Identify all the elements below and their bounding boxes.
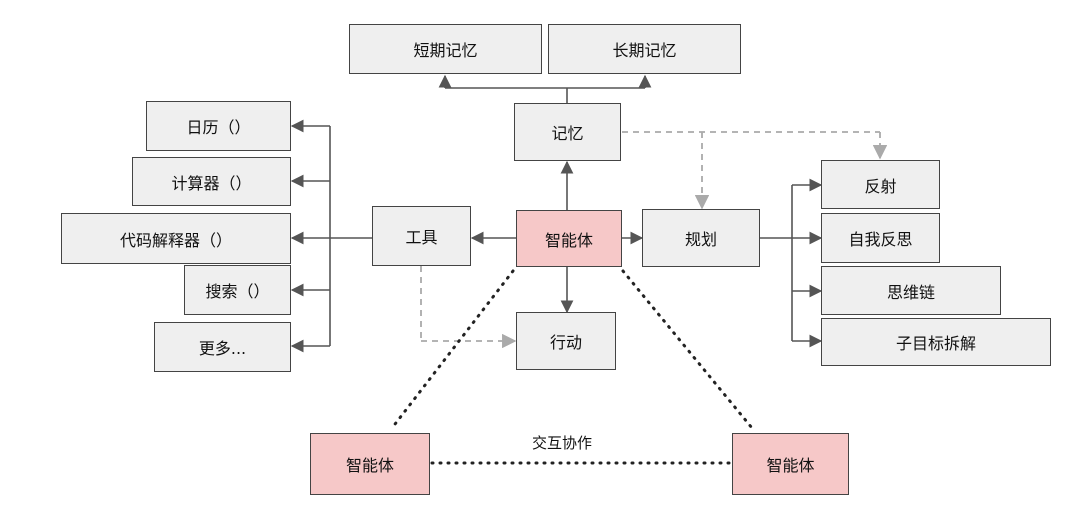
planning-branch-connector: [760, 178, 823, 348]
tools-to-action-dashed-connector: [420, 266, 517, 349]
planning-node: 规划: [642, 209, 760, 267]
tool-item-search: 搜索（）: [184, 265, 291, 315]
tool-item-calendar: 日历（）: [146, 101, 291, 151]
planning-item-chain-of-thought: 思维链: [821, 266, 1001, 315]
short-term-memory-node: 短期记忆: [349, 24, 542, 74]
planning-item-reflection: 反射: [821, 160, 940, 209]
collaboration-label: 交互协作: [532, 434, 593, 452]
tool-item-calculator: 计算器（）: [132, 157, 291, 206]
agent-center-node: 智能体: [516, 210, 622, 267]
tool-item-code-interpreter: 代码解释器（）: [61, 213, 291, 264]
memory-node: 记忆: [514, 103, 621, 161]
agent-right-node: 智能体: [732, 433, 849, 495]
tool-item-more: 更多...: [154, 322, 291, 372]
memory-to-stores-connector: [438, 74, 652, 103]
long-term-memory-node: 长期记忆: [548, 24, 741, 74]
agent-left-node: 智能体: [310, 433, 430, 495]
collaboration-dotted-lines: [390, 269, 754, 465]
tools-branch-connector: [290, 119, 372, 353]
action-node: 行动: [516, 312, 616, 370]
tools-node: 工具: [372, 206, 471, 266]
memory-to-planning-dashed-connector: [622, 131, 888, 210]
planning-item-self-reflection: 自我反思: [821, 213, 940, 263]
planning-item-subgoal-decomposition: 子目标拆解: [821, 318, 1051, 366]
